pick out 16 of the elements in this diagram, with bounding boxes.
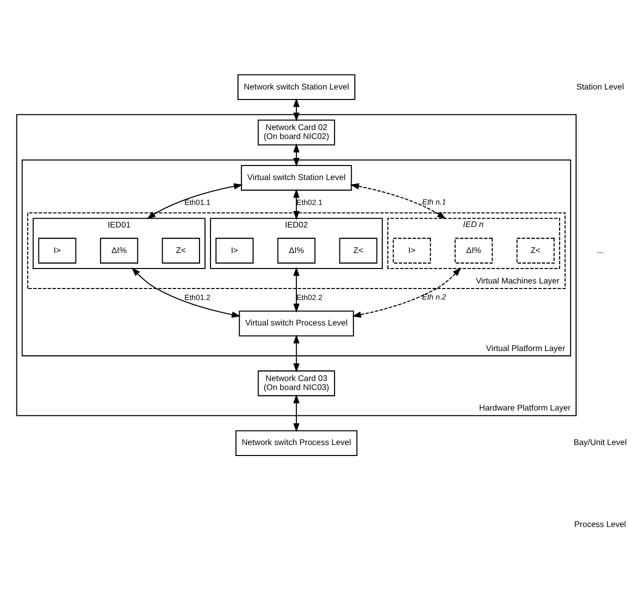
arrow <box>132 267 241 318</box>
edge-label: Eth n.1 <box>422 197 446 206</box>
edge-label: Eth02.1 <box>296 198 322 208</box>
arrow <box>293 98 300 122</box>
arrow <box>146 183 243 220</box>
arrow <box>293 334 300 372</box>
edge-label: Eth02.2 <box>296 293 322 302</box>
edge-label: Eth n.2 <box>422 292 446 302</box>
edge-label: Eth01.1 <box>184 198 210 208</box>
edge-label: Eth01.2 <box>184 293 210 302</box>
arrow <box>293 394 300 432</box>
arrow <box>293 266 300 313</box>
arrow <box>352 267 462 318</box>
arrow <box>350 183 446 220</box>
arrow <box>293 188 300 220</box>
arrow <box>293 143 300 167</box>
